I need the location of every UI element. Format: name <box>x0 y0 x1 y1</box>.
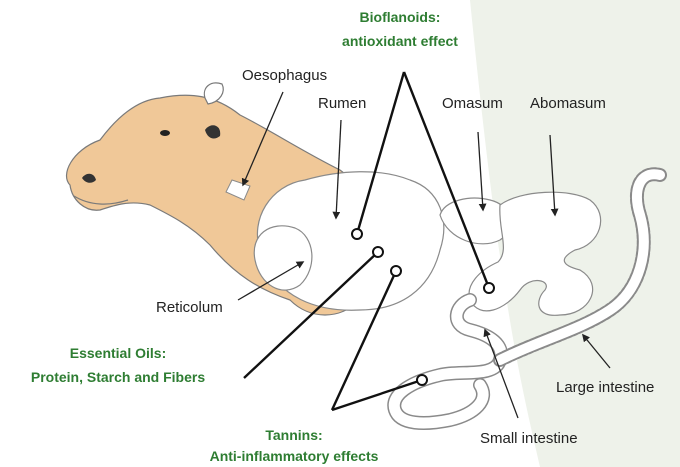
callout-bioflavonoids: Bioflanoids: antioxidant effect <box>342 9 458 49</box>
tannin-dot-rumen <box>391 266 401 276</box>
rumen-label: Rumen <box>318 95 366 112</box>
small-intestine-label: Small intestine <box>480 430 578 447</box>
tannins-effect: Anti-inflammatory effects <box>210 448 379 464</box>
abomasum-label: Abomasum <box>530 95 606 112</box>
tannin-dot-intestine <box>417 375 427 385</box>
callout-tannins: Tannins: Anti-inflammatory effects <box>210 427 379 464</box>
large-intestine-label: Large intestine <box>556 379 654 396</box>
tannins-title: Tannins: <box>265 427 322 443</box>
essential-oil-dot <box>373 247 383 257</box>
oesophagus-label: Oesophagus <box>242 67 327 84</box>
bioflavonoids-title: Bioflanoids: <box>360 9 441 25</box>
ear-icon <box>204 83 223 104</box>
eye-icon <box>160 130 170 136</box>
bioflavonoid-dot-intestine <box>484 283 494 293</box>
small-intestine-inner <box>394 300 501 423</box>
bioflavonoids-effect: antioxidant effect <box>342 33 458 49</box>
reticolum-label: Reticolum <box>156 299 223 316</box>
bioflavonoid-dot-rumen <box>352 229 362 239</box>
essential-oils-title: Essential Oils: <box>70 345 166 361</box>
omasum-label: Omasum <box>442 95 503 112</box>
essential-oils-effect: Protein, Starch and Fibers <box>31 369 205 385</box>
callout-essential-oils: Essential Oils: Protein, Starch and Fibe… <box>31 345 205 385</box>
